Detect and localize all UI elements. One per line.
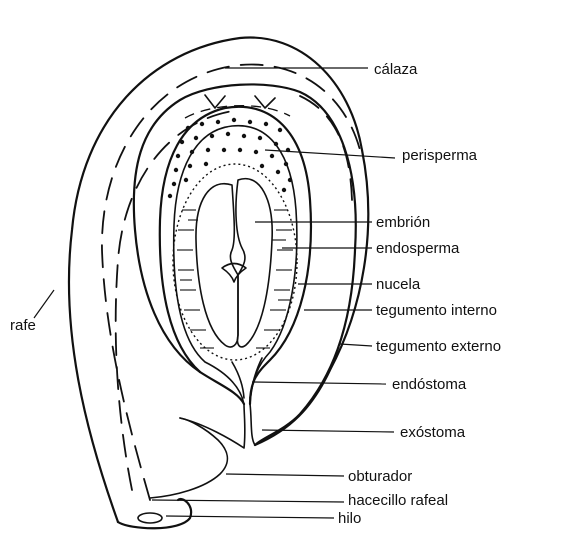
- label-hilo: hilo: [338, 510, 361, 527]
- hilum-ellipse: [137, 512, 163, 524]
- label-rafe: rafe: [10, 317, 36, 334]
- funiculus-top-line: [149, 417, 229, 499]
- embryo-radicle: [221, 262, 247, 283]
- raphe-vascular-dashes: [101, 63, 361, 501]
- inner-integument-inner-line: [172, 124, 298, 405]
- embryo-cotyledon-left: [195, 182, 239, 348]
- raphe-inner-dashes: [114, 109, 241, 491]
- inner-integument-outline: [158, 105, 313, 406]
- label-embrion: embrión: [376, 214, 430, 231]
- embryo-cotyledon-right: [235, 177, 273, 348]
- label-tegumento-externo: tegumento externo: [376, 338, 501, 355]
- label-endostoma: endóstoma: [392, 376, 467, 393]
- endosperm-boundary: [172, 163, 298, 361]
- label-perisperma: perisperma: [402, 147, 478, 164]
- label-obturador: obturador: [348, 468, 412, 485]
- endosperm-hatching: [177, 209, 293, 349]
- label-tegumento-interno: tegumento interno: [376, 302, 497, 319]
- leader-lines: [33, 67, 396, 519]
- outer-integument-inner-line: [132, 83, 357, 447]
- nucellus-beak: [231, 357, 263, 399]
- outer-integument-outline: [67, 36, 370, 524]
- label-hacecillo-rafeal: hacecillo rafeal: [348, 492, 448, 509]
- exostome-flap-left: [179, 403, 246, 449]
- label-calaza: cálaza: [374, 61, 418, 78]
- label-exostoma: exóstoma: [400, 424, 466, 441]
- chalaza-notch: [204, 94, 276, 109]
- exostome-flap-right: [249, 403, 256, 446]
- chalaza-inner-dashes: [299, 95, 353, 201]
- perisperm-dots: [167, 117, 293, 199]
- label-endosperma: endosperma: [376, 240, 460, 257]
- label-nucela: nucela: [376, 276, 421, 293]
- chalaza-cap-dashes: [184, 104, 291, 119]
